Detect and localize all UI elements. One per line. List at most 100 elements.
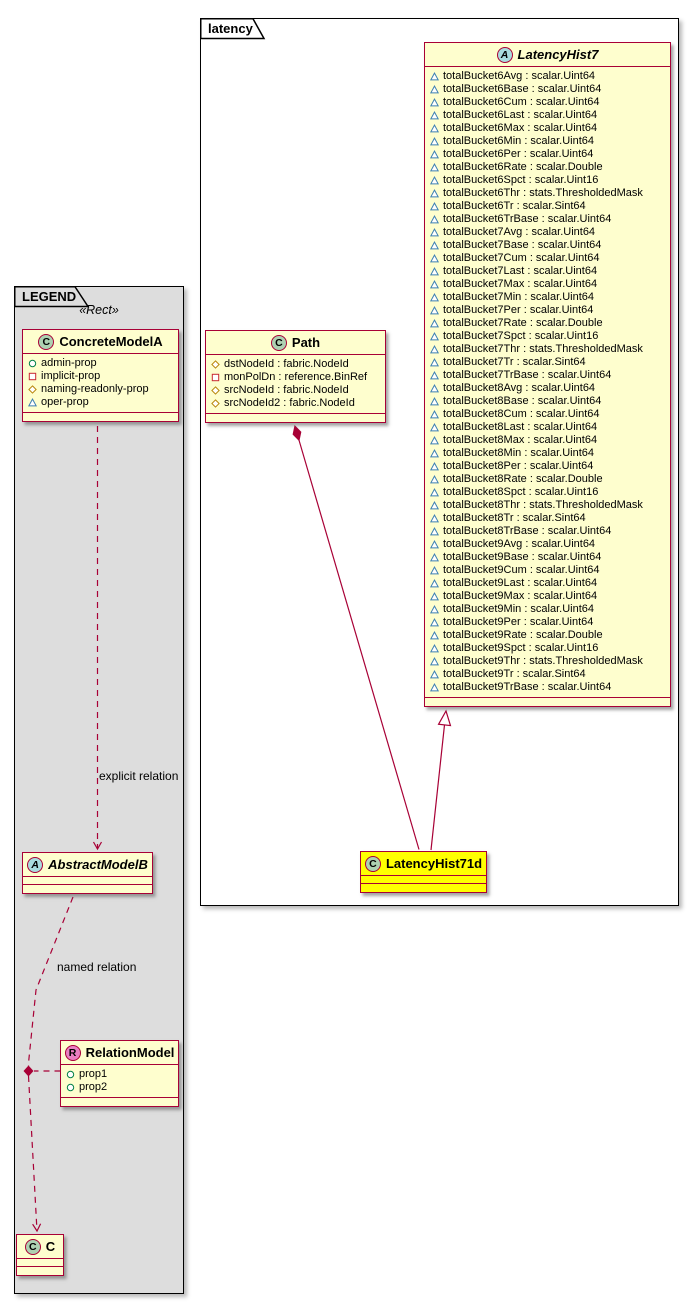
attribute-row: totalBucket6TrBase : scalar.Uint64 — [430, 213, 665, 226]
class-name: Path — [291, 335, 321, 350]
methods-section — [425, 698, 670, 706]
triangle-visibility-icon — [430, 241, 439, 250]
attribute-row: naming-readonly-prop — [28, 383, 173, 396]
attribute-row: admin-prop — [28, 357, 173, 370]
class-latencyhist7: A LatencyHist7 totalBucket6Avg : scalar.… — [424, 42, 671, 707]
attribute-text: totalBucket8Rate : scalar.Double — [443, 473, 603, 485]
attribute-row: totalBucket8Thr : stats.ThresholdedMask — [430, 499, 665, 512]
attribute-row: oper-prop — [28, 396, 173, 409]
circle-visibility-icon — [66, 1070, 75, 1079]
attribute-text: totalBucket9Max : scalar.Uint64 — [443, 590, 598, 602]
triangle-visibility-icon — [430, 280, 439, 289]
triangle-visibility-icon — [430, 345, 439, 354]
attribute-row: totalBucket6Base : scalar.Uint64 — [430, 83, 665, 96]
attribute-row: totalBucket6Min : scalar.Uint64 — [430, 135, 665, 148]
attribute-row: totalBucket6Spct : scalar.Uint16 — [430, 174, 665, 187]
triangle-visibility-icon — [430, 488, 439, 497]
attribute-row: totalBucket9Min : scalar.Uint64 — [430, 603, 665, 616]
attribute-row: totalBucket7Min : scalar.Uint64 — [430, 291, 665, 304]
triangle-visibility-icon — [430, 605, 439, 614]
attribute-row: totalBucket8Spct : scalar.Uint16 — [430, 486, 665, 499]
package-latency-label: latency — [208, 21, 253, 36]
class-title: A LatencyHist7 — [425, 43, 670, 67]
class-name: ConcreteModelA — [59, 334, 163, 349]
square-visibility-icon — [211, 373, 220, 382]
triangle-visibility-icon — [430, 449, 439, 458]
class-title: C C — [17, 1235, 63, 1259]
attribute-text: totalBucket8Per : scalar.Uint64 — [443, 460, 594, 472]
circle-visibility-icon — [28, 359, 37, 368]
triangle-visibility-icon — [430, 436, 439, 445]
triangle-visibility-icon — [430, 98, 439, 107]
package-legend: LEGEND «Rect» — [13, 285, 184, 1294]
attribute-row: totalBucket6Tr : scalar.Sint64 — [430, 200, 665, 213]
attribute-text: totalBucket8TrBase : scalar.Uint64 — [443, 525, 612, 537]
attribute-row: totalBucket9Cum : scalar.Uint64 — [430, 564, 665, 577]
class-name: RelationModel — [85, 1045, 175, 1060]
attribute-text: totalBucket8Max : scalar.Uint64 — [443, 434, 598, 446]
attribute-row: prop2 — [66, 1081, 173, 1094]
diamond-visibility-icon — [28, 385, 37, 394]
attribute-text: totalBucket6Rate : scalar.Double — [443, 161, 603, 173]
attribute-row: totalBucket6Max : scalar.Uint64 — [430, 122, 665, 135]
triangle-visibility-icon — [430, 540, 439, 549]
attribute-row: totalBucket9Spct : scalar.Uint16 — [430, 642, 665, 655]
attribute-text: totalBucket8Last : scalar.Uint64 — [443, 421, 598, 433]
attribute-text: totalBucket9TrBase : scalar.Uint64 — [443, 681, 612, 693]
triangle-visibility-icon — [430, 683, 439, 692]
attribute-row: totalBucket8Base : scalar.Uint64 — [430, 395, 665, 408]
attribute-text: totalBucket7TrBase : scalar.Uint64 — [443, 369, 612, 381]
class-title: A AbstractModelB — [23, 853, 152, 877]
triangle-visibility-icon — [430, 618, 439, 627]
triangle-visibility-icon — [430, 202, 439, 211]
attribute-text: totalBucket8Tr : scalar.Sint64 — [443, 512, 586, 524]
attribute-text: totalBucket7Tr : scalar.Sint64 — [443, 356, 586, 368]
methods-section — [23, 885, 152, 893]
class-name: AbstractModelB — [48, 857, 148, 872]
triangle-visibility-icon — [430, 397, 439, 406]
class-c: C C — [16, 1234, 64, 1276]
attribute-row: totalBucket9Base : scalar.Uint64 — [430, 551, 665, 564]
relation-badge: R — [64, 1044, 81, 1061]
attribute-row: srcNodeId : fabric.NodeId — [211, 384, 380, 397]
attribute-text: totalBucket9Per : scalar.Uint64 — [443, 616, 594, 628]
attribute-row: totalBucket7Last : scalar.Uint64 — [430, 265, 665, 278]
package-legend-tab — [13, 285, 89, 307]
attributes-section — [23, 877, 152, 885]
attribute-text: totalBucket7Avg : scalar.Uint64 — [443, 226, 596, 238]
attribute-text: totalBucket7Base : scalar.Uint64 — [443, 239, 602, 251]
attribute-row: totalBucket7Spct : scalar.Uint16 — [430, 330, 665, 343]
attribute-text: totalBucket6Max : scalar.Uint64 — [443, 122, 598, 134]
triangle-visibility-icon — [430, 657, 439, 666]
attribute-row: totalBucket9Avg : scalar.Uint64 — [430, 538, 665, 551]
methods-section — [206, 414, 385, 422]
triangle-visibility-icon — [430, 527, 439, 536]
attribute-text: totalBucket7Max : scalar.Uint64 — [443, 278, 598, 290]
attribute-text: totalBucket7Cum : scalar.Uint64 — [443, 252, 600, 264]
class-title: C Path — [206, 331, 385, 355]
triangle-visibility-icon — [430, 579, 439, 588]
attribute-text: totalBucket7Per : scalar.Uint64 — [443, 304, 594, 316]
triangle-visibility-icon — [430, 319, 439, 328]
attribute-row: totalBucket6Per : scalar.Uint64 — [430, 148, 665, 161]
diamond-visibility-icon — [211, 386, 220, 395]
class-title: R RelationModel — [61, 1041, 178, 1065]
class-name: LatencyHist7 — [517, 47, 599, 62]
attribute-text: admin-prop — [41, 357, 97, 369]
triangle-visibility-icon — [430, 306, 439, 315]
attribute-text: totalBucket9Avg : scalar.Uint64 — [443, 538, 596, 550]
attribute-text: naming-readonly-prop — [41, 383, 149, 395]
attribute-row: totalBucket8Rate : scalar.Double — [430, 473, 665, 486]
triangle-visibility-icon — [430, 124, 439, 133]
triangle-visibility-icon — [430, 150, 439, 159]
triangle-visibility-icon — [430, 644, 439, 653]
attribute-text: totalBucket7Rate : scalar.Double — [443, 317, 603, 329]
abstract-badge: A — [496, 46, 513, 63]
relation-label-named: named relation — [57, 960, 137, 974]
attribute-row: totalBucket8Min : scalar.Uint64 — [430, 447, 665, 460]
